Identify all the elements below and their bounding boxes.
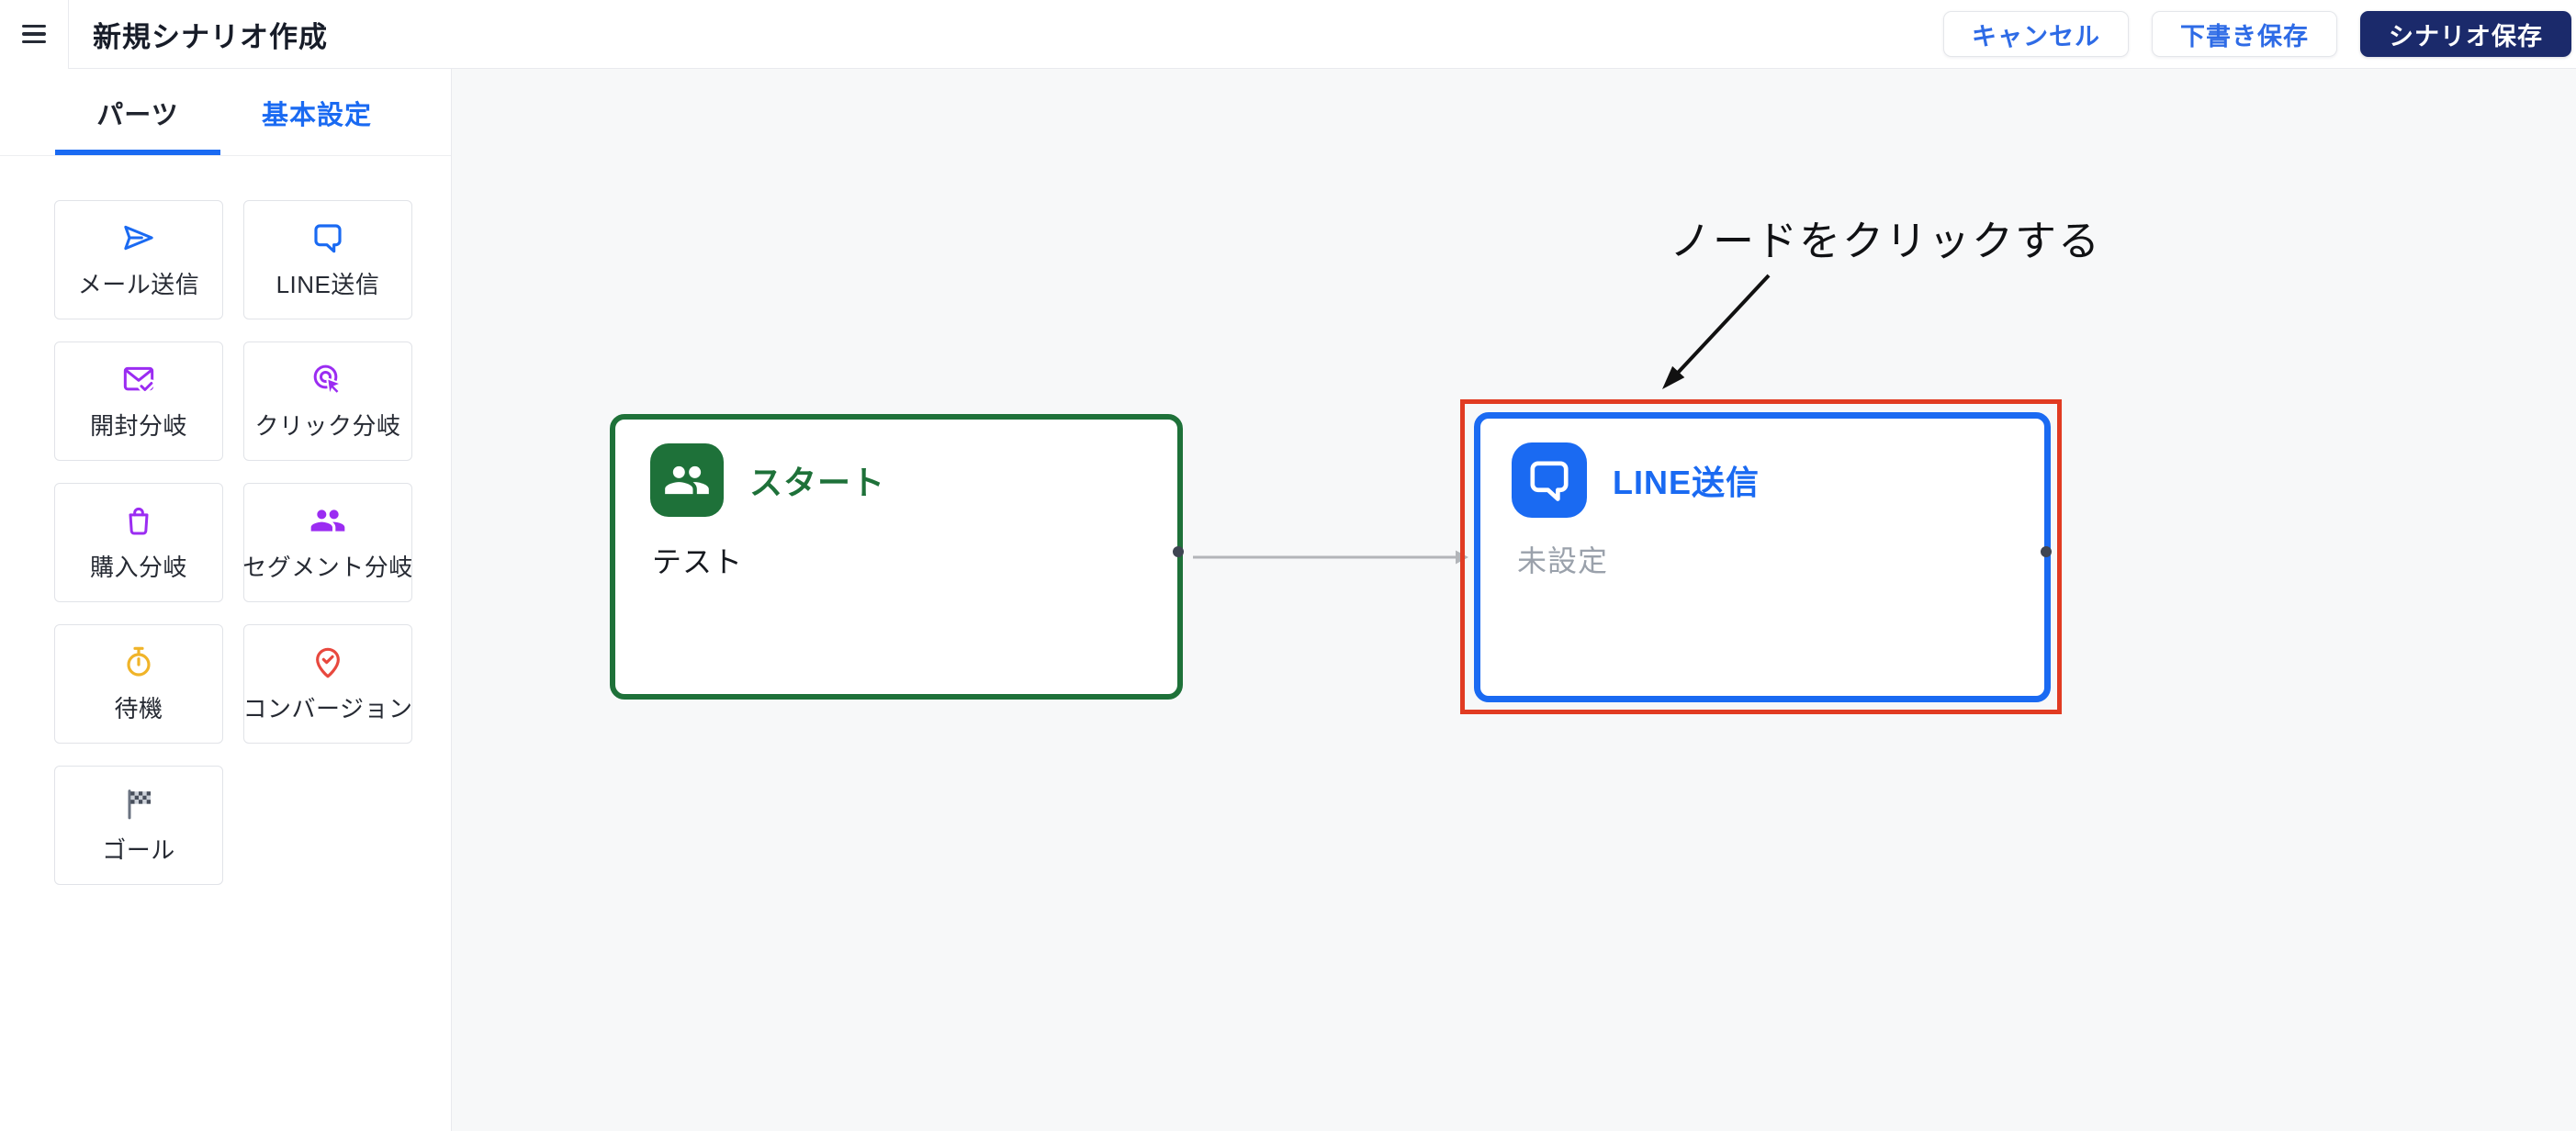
parts-grid: メール送信 LINE送信 開封分岐: [54, 200, 451, 885]
part-label: クリック分岐: [254, 412, 401, 440]
node-name: テスト: [652, 545, 744, 578]
annotation-arrow: [1662, 274, 1771, 389]
send-icon: [120, 219, 157, 256]
menu-button[interactable]: [0, 0, 69, 69]
part-wait[interactable]: 待機: [54, 624, 223, 744]
group-icon: [650, 443, 724, 517]
part-label: ゴール: [102, 836, 175, 864]
checkered-flag-icon: [120, 785, 157, 822]
part-label: 購入分岐: [89, 554, 187, 581]
app-header: 新規シナリオ作成 キャンセル 下書き保存 シナリオ保存: [0, 0, 2576, 69]
part-label: 開封分岐: [89, 412, 187, 440]
save-draft-button[interactable]: 下書き保存: [2152, 11, 2337, 57]
sidebar: パーツ 基本設定 メール送信 LINE送信: [0, 69, 452, 1131]
node-type-label: スタート: [749, 464, 886, 501]
cancel-button[interactable]: キャンセル: [1943, 11, 2129, 57]
part-open-branch[interactable]: 開封分岐: [54, 342, 223, 461]
part-goal[interactable]: ゴール: [54, 766, 223, 885]
chat-icon: [309, 219, 346, 256]
mail-check-icon: [120, 361, 157, 398]
output-port-line-send[interactable]: [2041, 546, 2052, 557]
output-port-start[interactable]: [1173, 546, 1184, 557]
part-purchase-branch[interactable]: 購入分岐: [54, 483, 223, 602]
page-title: 新規シナリオ作成: [93, 20, 328, 53]
part-conversion[interactable]: コンバージョン: [243, 624, 412, 744]
node-type-label: LINE送信: [1613, 464, 1760, 501]
part-label: セグメント分岐: [242, 554, 413, 581]
node-selection-frame: [1460, 399, 2062, 714]
active-tab-indicator: [55, 150, 220, 155]
part-click-branch[interactable]: クリック分岐: [243, 342, 412, 461]
node-status: 未設定: [1517, 544, 1609, 577]
pin-check-icon: [309, 644, 346, 680]
group-icon: [309, 502, 346, 539]
part-label: コンバージョン: [242, 695, 413, 722]
save-scenario-button[interactable]: シナリオ保存: [2360, 11, 2571, 57]
annotation-text: ノードをクリックする: [1670, 218, 2102, 264]
chat-icon: [1512, 442, 1587, 518]
part-segment-branch[interactable]: セグメント分岐: [242, 483, 413, 602]
connector-edge: [1193, 550, 1468, 565]
node-line-send[interactable]: LINE送信 未設定: [1474, 412, 2051, 702]
part-mail-send[interactable]: メール送信: [54, 200, 223, 319]
node-start[interactable]: スタート テスト: [610, 414, 1183, 700]
shopping-bag-icon: [120, 502, 157, 539]
part-label: 待機: [114, 695, 163, 722]
hamburger-icon: [22, 25, 46, 28]
click-icon: [309, 361, 346, 398]
timer-icon: [120, 644, 157, 680]
sidebar-tabs: パーツ 基本設定: [0, 69, 451, 156]
part-line-send[interactable]: LINE送信: [243, 200, 412, 319]
tab-parts[interactable]: パーツ: [96, 100, 179, 130]
tab-basic-settings[interactable]: 基本設定: [261, 100, 372, 130]
header-actions: キャンセル 下書き保存 シナリオ保存: [1943, 11, 2576, 57]
part-label: LINE送信: [276, 271, 380, 298]
part-label: メール送信: [77, 271, 200, 298]
